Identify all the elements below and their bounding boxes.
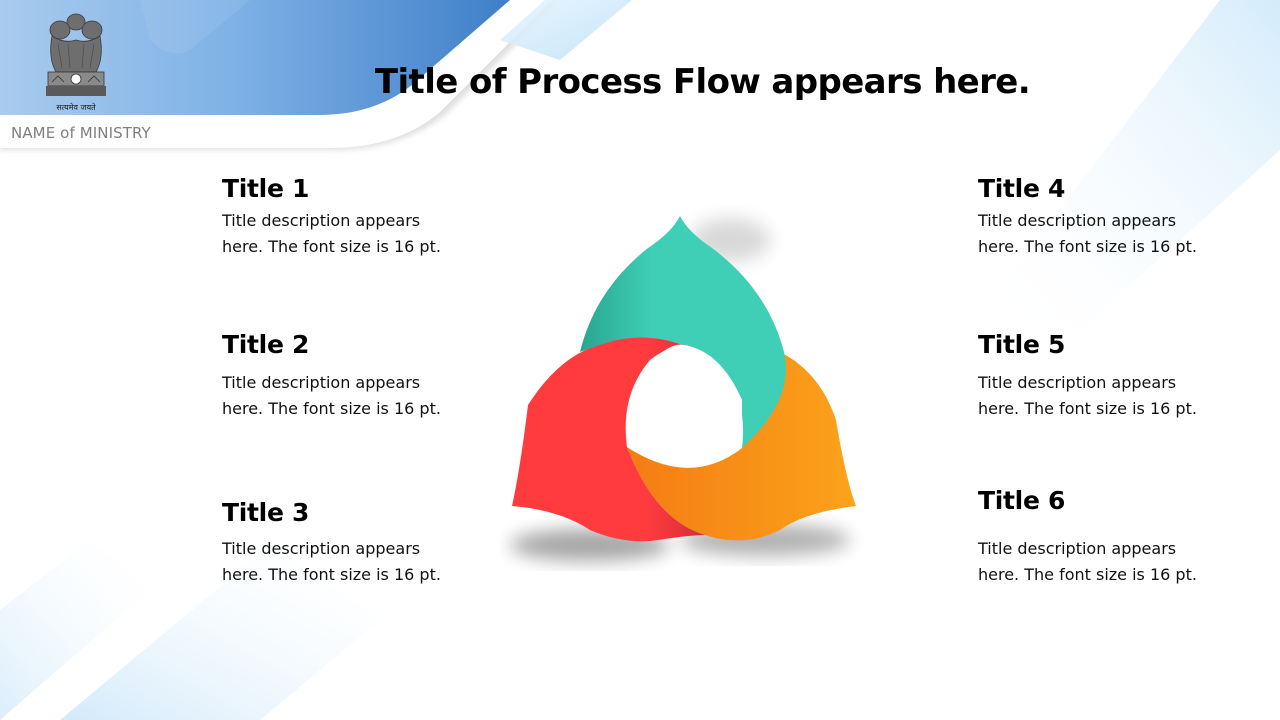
national-emblem-logo: सत्यमेव जयते (46, 13, 106, 112)
item-description: Title description appears here. The font… (222, 373, 441, 418)
emblem-motto: सत्यमेव जयते (56, 102, 96, 112)
item-title: Title 4 (978, 174, 1066, 203)
item-description: Title description appears here. The font… (978, 211, 1197, 256)
item-title: Title 6 (978, 486, 1066, 515)
item-description: Title description appears here. The font… (222, 211, 441, 256)
item-title: Title 3 (222, 498, 310, 527)
process-item-6: Title 6 Title description appears here. … (978, 486, 1218, 588)
item-description: Title description appears here. The font… (978, 539, 1197, 584)
item-title: Title 2 (222, 330, 310, 359)
process-item-5: Title 5 Title description appears here. … (978, 330, 1218, 422)
item-description: Title description appears here. The font… (222, 539, 441, 584)
petal-right (627, 352, 856, 541)
process-item-2: Title 2 Title description appears here. … (222, 330, 462, 422)
process-item-1: Title 1 Title description appears here. … (222, 174, 462, 260)
item-title: Title 1 (222, 174, 310, 203)
ministry-name: NAME of MINISTRY (11, 124, 151, 142)
process-item-4: Title 4 Title description appears here. … (978, 174, 1218, 260)
petal-left (512, 337, 705, 542)
item-title: Title 5 (978, 330, 1066, 359)
item-description: Title description appears here. The font… (978, 373, 1197, 418)
three-petal-cycle-diagram (510, 216, 856, 561)
process-item-3: Title 3 Title description appears here. … (222, 498, 462, 588)
page-title: Title of Process Flow appears here. (374, 62, 1031, 102)
